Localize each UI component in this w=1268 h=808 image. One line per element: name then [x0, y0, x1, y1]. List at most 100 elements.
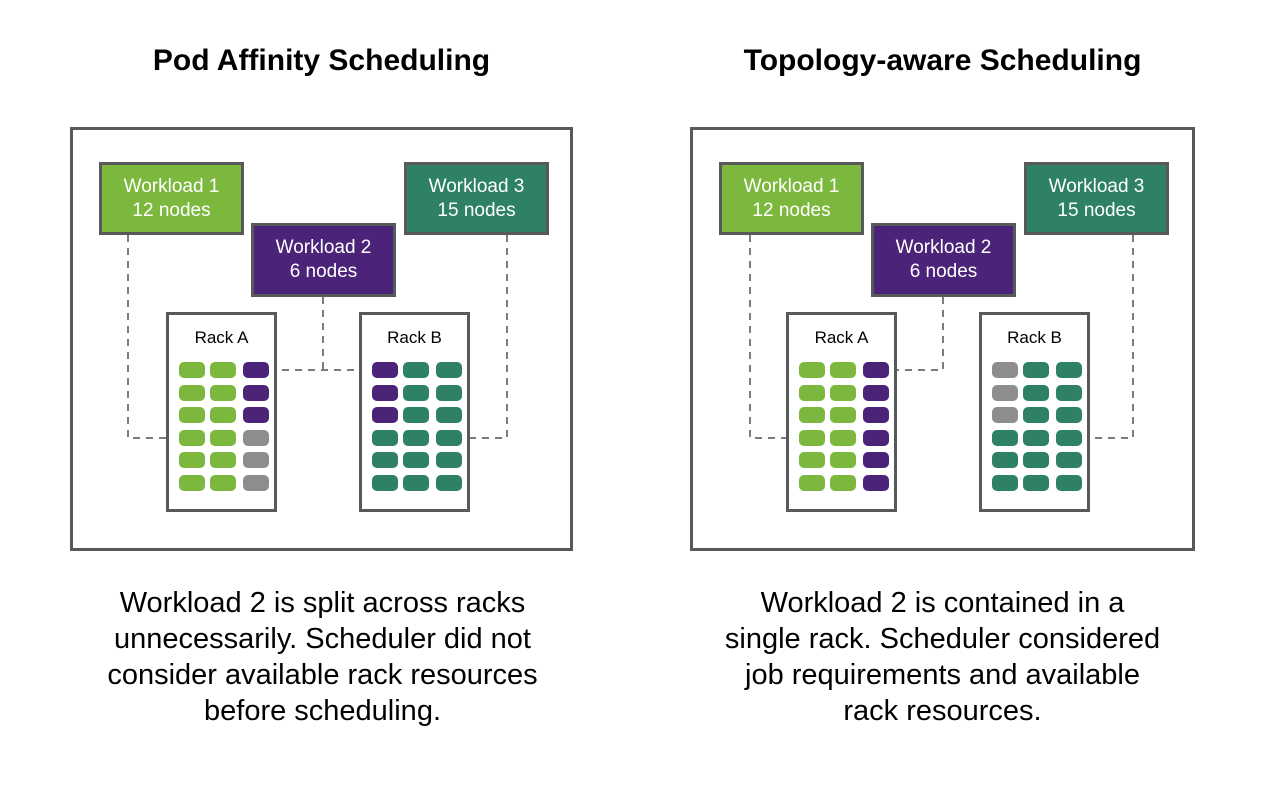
- node-cell-green: [210, 430, 236, 446]
- node-cell-purple: [372, 385, 398, 401]
- node-cell-green: [799, 475, 825, 491]
- node-cell-teal: [403, 475, 429, 491]
- connector-workload3-rack-b: [1081, 235, 1134, 439]
- workload-name: Workload 2: [275, 237, 372, 258]
- node-cell-teal: [992, 452, 1018, 468]
- node-cell-teal: [1056, 362, 1082, 378]
- node-cell-teal: [1056, 452, 1082, 468]
- rack-a: Rack A: [786, 312, 897, 512]
- node-cell-teal: [1056, 407, 1082, 423]
- workload-nodes: 6 nodes: [909, 261, 978, 282]
- workload-name: Workload 1: [743, 175, 840, 197]
- workload-nodes: 15 nodes: [1057, 199, 1136, 221]
- topology-aware-panel-frame: Workload 1 12 nodes Workload 2 6 nodes W…: [690, 127, 1195, 551]
- node-cell-teal: [992, 430, 1018, 446]
- node-cell-purple: [863, 452, 889, 468]
- node-cell-green: [830, 452, 856, 468]
- node-cell-gray: [992, 385, 1018, 401]
- node-cell-teal: [403, 362, 429, 378]
- connector-workload3-rack-b: [461, 235, 508, 439]
- node-cell-gray: [243, 475, 269, 491]
- node-cell-green: [210, 362, 236, 378]
- node-cell-purple: [863, 362, 889, 378]
- connector-workload1-rack-a: [749, 235, 793, 439]
- node-cell-teal: [436, 407, 462, 423]
- node-cell-teal: [403, 385, 429, 401]
- node-cell-purple: [863, 430, 889, 446]
- node-cell-green: [830, 430, 856, 446]
- node-cell-teal: [1056, 430, 1082, 446]
- node-cell-green: [179, 430, 205, 446]
- node-cell-purple: [372, 407, 398, 423]
- pod-affinity-caption: Workload 2 is split across racks unneces…: [107, 587, 538, 727]
- node-cell-green: [799, 407, 825, 423]
- node-cell-green: [830, 362, 856, 378]
- node-cell-gray: [992, 362, 1018, 378]
- panel-title-pod-affinity: Pod Affinity Scheduling: [152, 44, 491, 77]
- node-cell-teal: [372, 475, 398, 491]
- node-cell-green: [830, 407, 856, 423]
- node-cell-purple: [243, 407, 269, 423]
- workload-3-box: Workload 3 15 nodes: [1024, 162, 1169, 235]
- rack-label: Rack B: [387, 328, 442, 347]
- node-cell-teal: [436, 430, 462, 446]
- node-cell-gray: [992, 407, 1018, 423]
- node-cell-green: [210, 475, 236, 491]
- node-cell-green: [799, 452, 825, 468]
- node-cell-green: [179, 362, 205, 378]
- node-cell-teal: [1023, 430, 1049, 446]
- workload-1-box: Workload 1 12 nodes: [99, 162, 244, 235]
- rack-label: Rack B: [1007, 328, 1062, 347]
- node-cell-gray: [243, 452, 269, 468]
- workload-nodes: 12 nodes: [132, 199, 211, 221]
- topology-aware-caption: Workload 2 is contained in a single rack…: [724, 587, 1161, 727]
- node-cell-teal: [1023, 475, 1049, 491]
- node-cell-green: [799, 385, 825, 401]
- workload-nodes: 15 nodes: [437, 199, 516, 221]
- node-cell-teal: [992, 475, 1018, 491]
- workload-3-box: Workload 3 15 nodes: [404, 162, 549, 235]
- node-cell-teal: [403, 452, 429, 468]
- node-cell-green: [179, 452, 205, 468]
- node-cell-purple: [243, 385, 269, 401]
- node-cell-teal: [1023, 452, 1049, 468]
- workload-name: Workload 2: [895, 237, 992, 258]
- node-cell-purple: [863, 407, 889, 423]
- node-cell-teal: [436, 475, 462, 491]
- connector-lines: [749, 235, 1134, 439]
- node-cell-green: [179, 385, 205, 401]
- node-cell-teal: [403, 430, 429, 446]
- node-cell-teal: [1023, 385, 1049, 401]
- node-cell-purple: [372, 362, 398, 378]
- node-cell-teal: [1023, 362, 1049, 378]
- node-cell-teal: [1056, 475, 1082, 491]
- node-cell-green: [179, 407, 205, 423]
- node-cell-green: [210, 407, 236, 423]
- node-cell-purple: [863, 385, 889, 401]
- node-cell-teal: [436, 362, 462, 378]
- node-cell-teal: [403, 407, 429, 423]
- node-cell-green: [830, 475, 856, 491]
- rack-b: Rack B: [979, 312, 1090, 512]
- node-cell-green: [210, 452, 236, 468]
- node-cell-teal: [372, 430, 398, 446]
- workload-2-box: Workload 2 6 nodes: [871, 223, 1016, 297]
- workload-nodes: 12 nodes: [752, 199, 831, 221]
- node-cell-teal: [372, 452, 398, 468]
- workload-nodes: 6 nodes: [289, 261, 358, 282]
- connector-lines: [127, 235, 508, 439]
- rack-label: Rack A: [194, 328, 249, 347]
- node-cell-purple: [863, 475, 889, 491]
- node-cell-gray: [243, 430, 269, 446]
- node-cell-green: [210, 385, 236, 401]
- node-cell-teal: [436, 385, 462, 401]
- rack-label: Rack A: [814, 328, 869, 347]
- node-cell-green: [799, 362, 825, 378]
- workload-name: Workload 3: [428, 175, 525, 197]
- node-cell-purple: [243, 362, 269, 378]
- workload-name: Workload 3: [1048, 175, 1145, 197]
- workload-1-box: Workload 1 12 nodes: [719, 162, 864, 235]
- node-cell-teal: [436, 452, 462, 468]
- rack-a: Rack A: [166, 312, 277, 512]
